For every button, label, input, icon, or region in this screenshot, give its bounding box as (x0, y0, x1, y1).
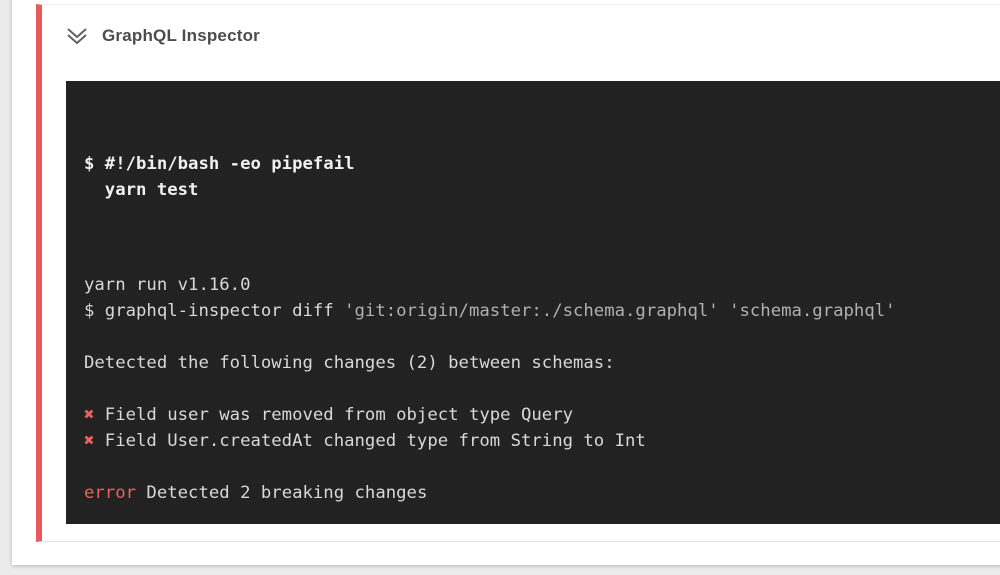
terminal-line (84, 324, 1000, 350)
terminal-line: Detected the following changes (2) betwe… (84, 353, 615, 373)
double-chevron-down-icon[interactable] (64, 24, 90, 48)
step-header[interactable]: GraphQL Inspector (42, 5, 1000, 81)
terminal-line: error Detected 2 breaking changes (84, 483, 428, 503)
build-step-card: GraphQL Inspector $ #!/bin/bash -eo pipe… (36, 4, 1000, 542)
terminal-command-line: yarn test (84, 180, 199, 200)
terminal-command-block: $ #!/bin/bash -eo pipefail yarn test (84, 151, 1000, 203)
terminal-line: yarn run v1.16.0 (84, 275, 251, 295)
terminal-line: ✖ Field user was removed from object typ… (84, 405, 573, 425)
terminal-line: $ graphql-inspector diff 'git:origin/mas… (84, 301, 896, 321)
terminal-line (84, 454, 1000, 480)
terminal-output: $ #!/bin/bash -eo pipefail yarn test yar… (66, 81, 1000, 524)
terminal-line (84, 506, 1000, 524)
terminal-line (84, 376, 1000, 402)
job-output-panel: GraphQL Inspector $ #!/bin/bash -eo pipe… (12, 0, 1000, 565)
terminal-log: yarn run v1.16.0 $ graphql-inspector diff… (84, 272, 1000, 524)
step-title: GraphQL Inspector (102, 26, 261, 45)
terminal-command-line: $ #!/bin/bash -eo pipefail (84, 154, 355, 174)
terminal-line: ✖ Field User.createdAt changed type from… (84, 431, 646, 451)
